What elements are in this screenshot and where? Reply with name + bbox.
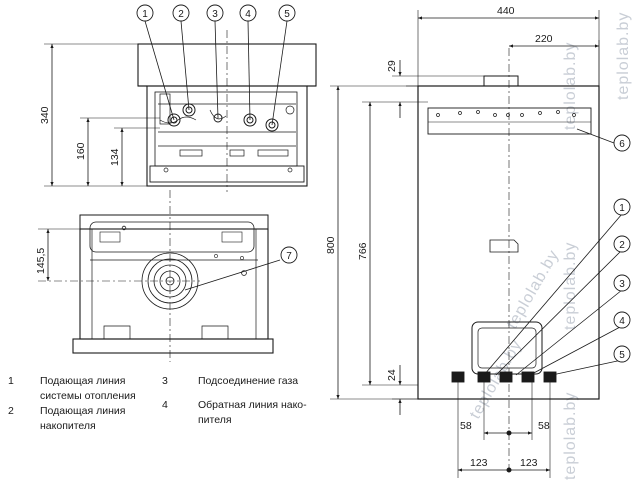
legend-number: 1	[8, 375, 14, 387]
svg-text:1: 1	[619, 203, 625, 214]
callout-5: 5	[278, 4, 296, 22]
bottom-view-body	[79, 228, 269, 340]
legend-item-2: 2 Подающая линия накопителя	[8, 405, 158, 435]
front-callouts: 6 1 2 3 4 5	[613, 134, 631, 363]
legend-item-1: 1 Подающая линия системы отопления	[8, 375, 158, 405]
callout-6: 6	[613, 134, 631, 152]
callout-1: 1	[136, 4, 154, 22]
legend-text: системы отопления	[40, 390, 136, 402]
top-view-leaders	[144, 20, 288, 126]
front-view	[330, 10, 623, 478]
watermark-text: teplolab.by	[504, 247, 563, 332]
legend-number: 4	[162, 399, 168, 411]
svg-text:6: 6	[619, 139, 625, 150]
dim-29: 29	[386, 60, 398, 72]
callout-4: 4	[613, 311, 631, 329]
watermark-text: teplolab.by	[562, 242, 579, 330]
top-view-pipes	[167, 103, 279, 132]
front-casing	[417, 85, 600, 400]
dim-766: 766	[357, 242, 369, 260]
watermark-text: teplolab.by	[562, 392, 579, 480]
dim-123-right: 123	[520, 457, 538, 469]
legend-text: Обратная линия нако-	[198, 399, 307, 411]
legend-text: накопителя	[40, 420, 96, 432]
svg-text:3: 3	[212, 9, 218, 20]
svg-text:5: 5	[619, 350, 625, 361]
dim-134: 134	[109, 148, 121, 166]
dim-160: 160	[75, 142, 87, 160]
callout-2: 2	[172, 4, 190, 22]
legend-item-3: 3 Подсоединение газа	[162, 375, 322, 391]
dim-24: 24	[386, 369, 398, 381]
mounting-rail	[427, 107, 592, 135]
dim-58-left: 58	[460, 420, 472, 432]
rail-holes	[436, 110, 576, 117]
dim-123-left: 123	[470, 457, 488, 469]
callout-3: 3	[206, 4, 224, 22]
callout-4: 4	[239, 4, 257, 22]
legend-text: Подающая линия	[40, 405, 126, 417]
svg-text:5: 5	[284, 9, 290, 20]
bottom-view	[38, 190, 281, 362]
flue-outlet	[483, 75, 519, 87]
dim-145-5: 145,5	[35, 248, 47, 274]
watermark-text: teplolab.by	[467, 337, 526, 422]
svg-text:4: 4	[245, 9, 251, 20]
callout-2: 2	[613, 235, 631, 253]
watermark: teplolab.by teplolab.by teplolab.by tepl…	[467, 12, 632, 480]
top-callouts: 1 2 3 4 5	[136, 4, 296, 22]
svg-text:2: 2	[619, 240, 625, 251]
top-view	[44, 20, 317, 192]
connection-fittings	[451, 371, 557, 383]
legend-text: пителя	[198, 414, 232, 426]
callout-3: 3	[613, 274, 631, 292]
callout-7: 7	[280, 246, 298, 264]
watermark-text: teplolab.by	[615, 12, 632, 100]
logo-plate	[489, 239, 519, 253]
svg-text:3: 3	[619, 279, 625, 290]
dim-800: 800	[325, 236, 337, 254]
legend-number: 2	[8, 405, 14, 417]
top-view-panel	[154, 91, 298, 167]
callout-1: 1	[613, 198, 631, 216]
dim-58-right: 58	[538, 420, 550, 432]
svg-text:2: 2	[178, 9, 184, 20]
legend-item-4: 4 Обратная линия нако- пителя	[162, 399, 322, 429]
svg-text:1: 1	[142, 9, 148, 20]
legend-text: Подсоединение газа	[198, 375, 299, 387]
svg-text:7: 7	[286, 251, 292, 262]
dim-340: 340	[39, 106, 51, 124]
front-leaders	[483, 128, 623, 376]
svg-text:4: 4	[619, 316, 625, 327]
bottom-view-base	[72, 338, 274, 354]
dim-440: 440	[497, 5, 515, 17]
callout-5: 5	[613, 345, 631, 363]
legend-number: 3	[162, 375, 168, 387]
dim-220: 220	[535, 33, 553, 45]
legend-text: Подающая линия	[40, 375, 126, 387]
